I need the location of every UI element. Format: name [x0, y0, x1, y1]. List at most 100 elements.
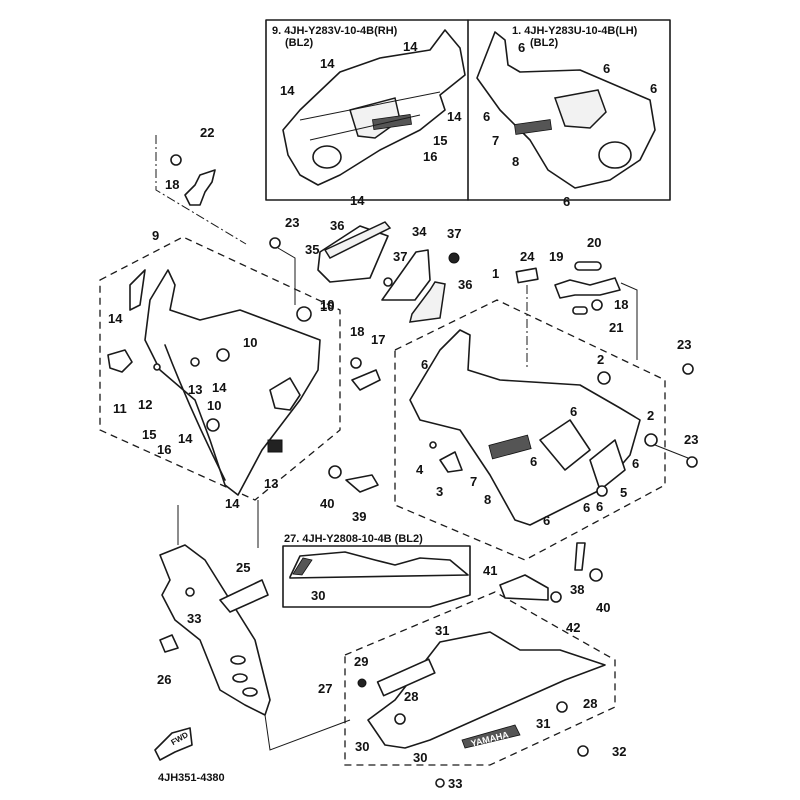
- callout-13: 13: [188, 382, 203, 397]
- stay-25: [219, 579, 269, 613]
- bolt-32: [577, 745, 589, 757]
- callout-6: 6: [583, 500, 591, 515]
- washer-4: [429, 441, 437, 449]
- lower-vent-opening: [589, 439, 626, 491]
- nut-29: [357, 678, 367, 688]
- nut-37: [448, 252, 460, 264]
- inset-lh-caption-line1: 1. 4JH-Y283U-10-4B(LH): [512, 25, 638, 37]
- grommet-40: [589, 568, 603, 582]
- callout-10: 10: [320, 297, 335, 312]
- right-side-cowl-drawing: [107, 269, 379, 496]
- callout-14: 14: [178, 431, 193, 446]
- callout-16: 16: [423, 149, 438, 164]
- callout-21: 21: [609, 320, 624, 335]
- callout-34: 34: [412, 224, 427, 239]
- lh-vent-scoop: [553, 89, 607, 129]
- callout-27: 27: [318, 681, 333, 696]
- inset-lh-caption-line2: (BL2): [530, 37, 559, 49]
- callout-8: 8: [484, 492, 492, 507]
- callout-2: 2: [647, 408, 655, 423]
- callout-22: 22: [200, 125, 215, 140]
- group-1-boundary: [394, 299, 666, 561]
- inset-frame-top: [265, 19, 671, 201]
- decal-7-8: [488, 434, 532, 460]
- callout-6: 6: [650, 81, 658, 96]
- callout-29: 29: [354, 654, 369, 669]
- right-bracket-drawing: [515, 261, 638, 370]
- vent-hole: [269, 377, 301, 411]
- callout-31: 31: [435, 623, 450, 638]
- callout-40: 40: [596, 600, 611, 615]
- callout-41: 41: [483, 563, 498, 578]
- callout-36: 36: [458, 277, 473, 292]
- callout-39: 39: [352, 509, 367, 524]
- vent-opening: [539, 419, 591, 471]
- callout-14: 14: [212, 380, 227, 395]
- callout-18: 18: [350, 324, 365, 339]
- callout-1: 1: [492, 266, 500, 281]
- bolt-23-right-upper: [682, 363, 694, 375]
- callout-42: 42: [566, 620, 581, 635]
- yamaha-decal: [461, 724, 521, 749]
- clip-26: [159, 634, 179, 653]
- bracket-17: [351, 369, 381, 391]
- callout-14: 14: [225, 496, 240, 511]
- screw-37: [383, 277, 393, 287]
- callout-6: 6: [563, 194, 571, 209]
- callout-14: 14: [108, 311, 123, 326]
- collar-21: [572, 306, 588, 315]
- stay-38: [574, 542, 586, 571]
- callout-6: 6: [632, 456, 640, 471]
- bolt-23-left: [269, 237, 281, 249]
- callout-3: 3: [436, 484, 444, 499]
- grommet-5: [596, 485, 608, 497]
- callout-6: 6: [543, 513, 551, 528]
- callout-2: 2: [597, 352, 605, 367]
- lower-left-cowl-drawing: [159, 500, 351, 751]
- screw-18: [350, 357, 362, 369]
- callout-10: 10: [320, 299, 335, 314]
- group-9-boundary: [99, 236, 341, 501]
- decal-31-upper: [376, 658, 436, 697]
- callout-30: 30: [413, 750, 428, 765]
- callout-37: 37: [393, 249, 408, 264]
- callout-25: 25: [236, 560, 251, 575]
- inset-rh-caption-line2: (BL2): [285, 37, 314, 49]
- bolt-23-right-lower: [686, 456, 698, 468]
- callout-8: 8: [512, 154, 520, 169]
- rh-decal: [372, 113, 412, 131]
- inset-under-border: [282, 545, 471, 608]
- callout-6: 6: [518, 40, 526, 55]
- rh-headlight-hole: [312, 145, 342, 169]
- screw-18: [170, 154, 182, 166]
- panel-14-piece: [129, 269, 146, 311]
- callout-12: 12: [138, 397, 153, 412]
- callout-6: 6: [570, 404, 578, 419]
- callout-7: 7: [470, 474, 478, 489]
- callout-26: 26: [157, 672, 172, 687]
- callout-10: 10: [207, 398, 222, 413]
- callout-28: 28: [404, 689, 419, 704]
- collar-20: [574, 261, 602, 271]
- callout-13: 13: [264, 476, 279, 491]
- callout-6: 6: [421, 357, 429, 372]
- callout-7: 7: [492, 133, 500, 148]
- nut-13: [267, 439, 283, 453]
- callout-36: 36: [330, 218, 345, 233]
- callout-23: 23: [285, 215, 300, 230]
- callout-14: 14: [447, 109, 462, 124]
- bracket-22-drawing: [155, 135, 247, 245]
- bolt-33: [435, 778, 445, 788]
- callout-20: 20: [587, 235, 602, 250]
- lh-side-cowl-drawing: [476, 31, 656, 189]
- callout-6: 6: [483, 109, 491, 124]
- grommet-2-lower: [644, 433, 658, 447]
- callout-14: 14: [320, 56, 335, 71]
- grommet-40: [328, 465, 342, 479]
- callout-28: 28: [583, 696, 598, 711]
- hose-36-upper: [323, 221, 392, 259]
- hose-36-lower: [409, 281, 446, 323]
- drawing-number: 4JH351-4380: [158, 772, 225, 784]
- clip-3: [439, 451, 463, 473]
